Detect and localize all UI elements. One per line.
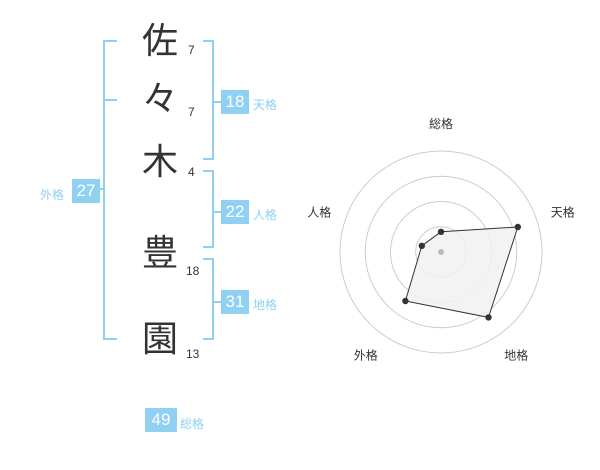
name-char-4: 豊 [141,233,178,274]
radar-point-3 [485,314,492,321]
jinkaku-value-badge: 22 [221,200,249,224]
radar-axis-label-4: 外格 [354,348,378,363]
name-char-1-strokes: 7 [188,43,195,57]
chikaku-value-badge: 31 [221,290,249,314]
radar-point-2 [514,223,521,231]
name-char-3-strokes: 4 [188,165,195,179]
radar-axis-label-2: 天格 [551,204,575,219]
tenkaku-label: 天格 [253,98,278,112]
radar-axis-label-3: 地格 [504,348,528,363]
chikaku-label: 地格 [253,298,278,312]
name-char-2-strokes: 7 [188,105,195,119]
radar-grid-ring-3 [364,175,518,329]
gaikaku-label: 外格 [40,188,65,202]
radar-data-polygon [404,226,519,318]
radar-center-dot [438,249,444,255]
name-char-1: 佐 [141,21,178,62]
radar-grid-ring-4 [339,150,543,354]
radar-point-5 [418,242,425,249]
tenkaku-value-badge: 18 [221,90,249,114]
radar-point-1 [437,228,445,235]
gaikaku-value-badge: 27 [72,179,100,203]
name-char-5-strokes: 13 [186,347,200,361]
radar-axis-label-5: 人格 [307,204,331,219]
soukaku-label: 総格 [180,417,205,431]
soukaku-value-badge: 49 [145,408,177,432]
radar-point-4 [402,297,409,305]
name-char-5: 園 [141,319,178,360]
name-char-3: 木 [141,142,178,183]
jinkaku-label: 人格 [253,208,278,222]
radar-axis-label-1: 総格 [429,116,453,131]
name-char-2: 々 [141,79,178,120]
name-char-4-strokes: 18 [186,264,200,278]
